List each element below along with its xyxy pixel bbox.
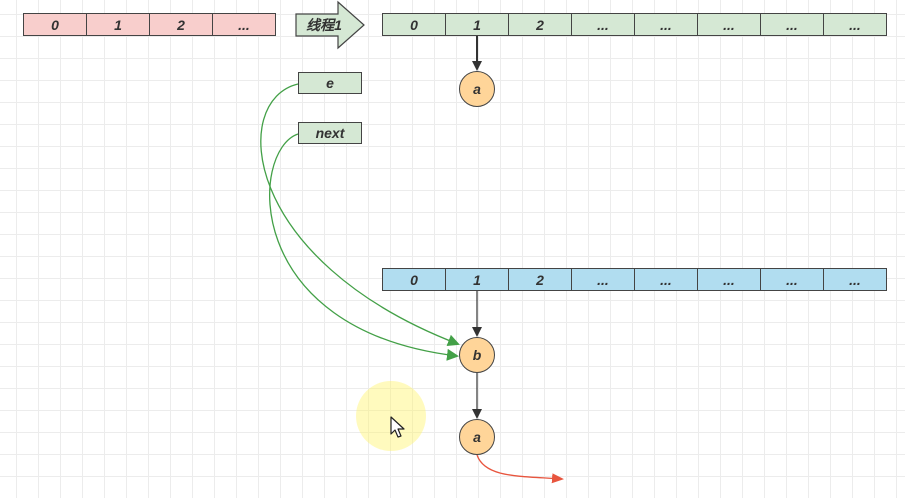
cursor-highlight (356, 381, 426, 451)
old-array: 0 1 2 ... (23, 13, 276, 36)
new-array-bottom-cell: ... (760, 268, 824, 291)
new-array-bottom-cell: 0 (382, 268, 446, 291)
new-array-bottom-cell: ... (823, 268, 887, 291)
thread-label: 线程1 (306, 17, 342, 33)
new-array-top-cell: ... (823, 13, 887, 36)
variable-e: e (298, 72, 362, 94)
new-array-bottom-cell: ... (697, 268, 761, 291)
a-next-arrow (476, 454, 564, 484)
mouse-pointer-icon (390, 416, 405, 438)
thread-arrow-shape (295, 0, 365, 50)
new-array-bottom-cell: 2 (508, 268, 572, 291)
new-array-top-cell: 1 (445, 13, 509, 36)
new-array-bottom-cell: 1 (445, 268, 509, 291)
new-array-top-cell: ... (760, 13, 824, 36)
node-a-top: a (459, 71, 495, 107)
old-array-cell: 2 (149, 13, 213, 36)
e-to-b-arrow (260, 83, 460, 346)
new-array-top-cell: 2 (508, 13, 572, 36)
new-array-top-cell: ... (571, 13, 635, 36)
node-b: b (459, 337, 495, 373)
old-array-cell: 0 (23, 13, 87, 36)
next-to-b-arrow (269, 133, 459, 361)
new-array-top: 0 1 2 ... ... ... ... ... (382, 13, 887, 36)
new-array-top-cell: ... (634, 13, 698, 36)
new-array-top-cell: 0 (382, 13, 446, 36)
old-array-cell: ... (212, 13, 276, 36)
new-array-bottom-cell: ... (634, 268, 698, 291)
new-array-top-cell: ... (697, 13, 761, 36)
variable-next: next (298, 122, 362, 144)
new-array-bottom: 0 1 2 ... ... ... ... ... (382, 268, 887, 291)
old-array-cell: 1 (86, 13, 150, 36)
node-a-bottom: a (459, 419, 495, 455)
new-array-bottom-cell: ... (571, 268, 635, 291)
